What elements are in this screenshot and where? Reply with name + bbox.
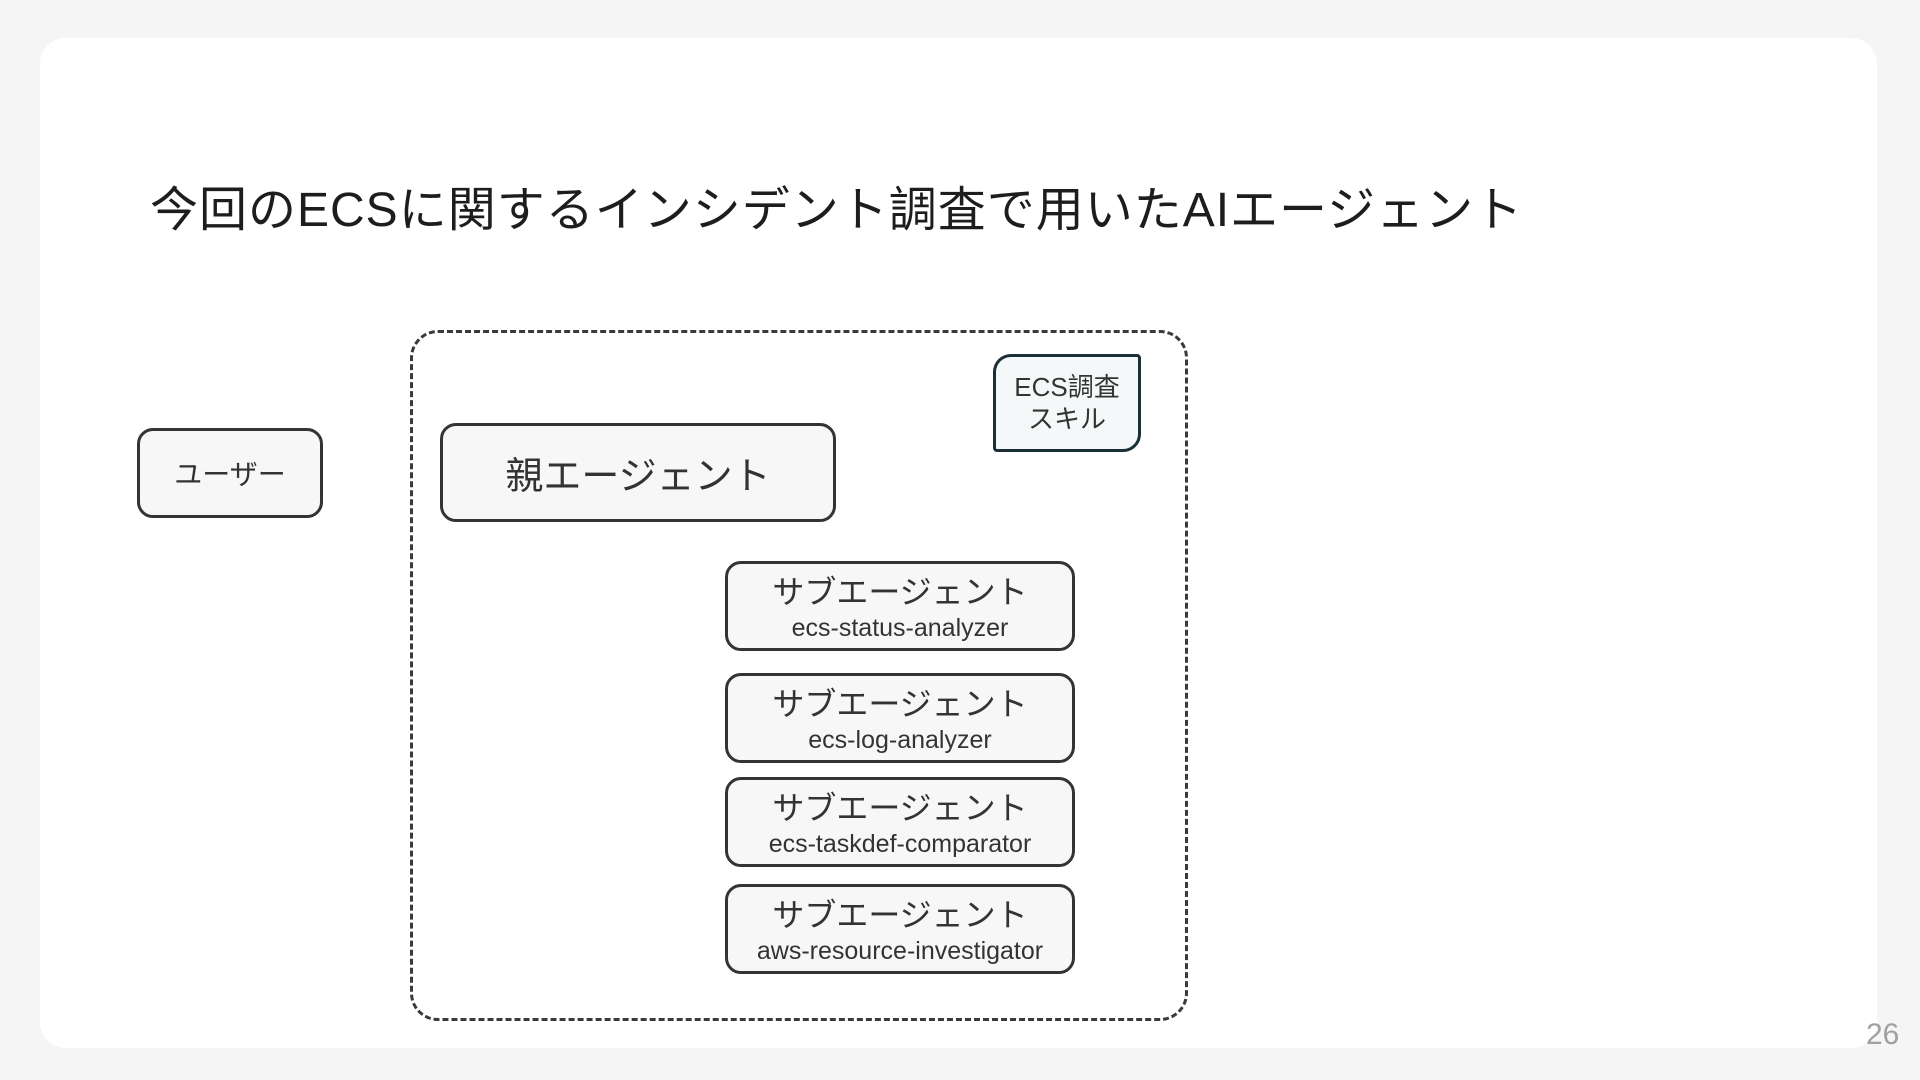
diagram-node-subagent-ecs-status-analyzer: サブエージェント ecs-status-analyzer — [725, 561, 1075, 651]
subagent-role-label: サブエージェント — [772, 685, 1028, 722]
subagent-name-label: aws-resource-investigator — [756, 936, 1044, 965]
diagram-node-subagent-ecs-log-analyzer: サブエージェント ecs-log-analyzer — [725, 673, 1075, 763]
agent-group-dashed-container — [410, 330, 1188, 1021]
diagram-node-subagent-ecs-taskdef-comparator: サブエージェント ecs-taskdef-comparator — [725, 777, 1075, 867]
parent-agent-label: 親エージェント — [505, 456, 771, 498]
page-number: 26 — [1866, 1018, 1900, 1051]
diagram-node-ecs-skill: ECS調査 スキル — [993, 354, 1141, 452]
slide-card: 今回のECSに関するインシデント調査で用いたAIエージェント ユーザー 親エージ… — [40, 38, 1877, 1048]
ecs-skill-label-line1: ECS調査 — [1014, 371, 1120, 402]
subagent-name-label: ecs-status-analyzer — [791, 613, 1009, 642]
user-node-label: ユーザー — [174, 459, 286, 490]
diagram-node-parent-agent: 親エージェント — [440, 423, 836, 522]
subagent-role-label: サブエージェント — [772, 896, 1028, 933]
subagent-role-label: サブエージェント — [772, 573, 1028, 610]
slide-title: 今回のECSに関するインシデント調査で用いたAIエージェント — [150, 184, 1524, 237]
ecs-skill-label-line2: スキル — [1027, 404, 1106, 434]
subagent-name-label: ecs-log-analyzer — [808, 725, 992, 754]
subagent-role-label: サブエージェント — [772, 789, 1028, 826]
diagram-node-subagent-aws-resource-investigator: サブエージェント aws-resource-investigator — [725, 884, 1075, 974]
subagent-name-label: ecs-taskdef-comparator — [768, 829, 1032, 858]
diagram-node-user: ユーザー — [137, 428, 323, 518]
